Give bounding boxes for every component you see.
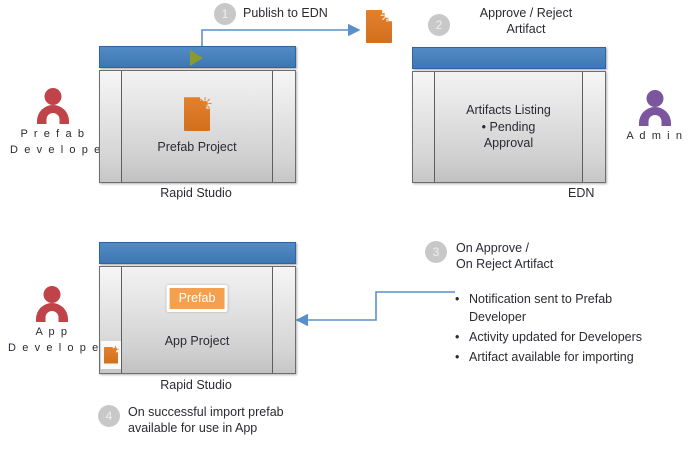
list-item-label: Artifact available for importing bbox=[469, 350, 634, 365]
mini-artifact-holder bbox=[101, 341, 121, 369]
window-body: Prefab Project bbox=[99, 70, 296, 183]
step-label-3-line2: On Reject Artifact bbox=[456, 257, 554, 272]
actor-label-line2: D e v e l o p e r bbox=[10, 143, 112, 156]
artifacts-listing-bullet-text: Pending bbox=[489, 119, 536, 134]
window-prefab-project[interactable]: Prefab Project bbox=[99, 46, 296, 183]
actor-label-line2: D e v e l o p e r bbox=[8, 341, 110, 354]
window-caption-rapid-studio-1: Rapid Studio bbox=[160, 186, 232, 200]
bullet-glyph: • bbox=[455, 292, 460, 306]
window-body: Prefab App Project bbox=[99, 266, 296, 374]
window-content-title: Prefab Project bbox=[157, 140, 237, 155]
artifacts-listing-bullet-line2: Approval bbox=[483, 136, 534, 151]
window-title-bar bbox=[99, 46, 296, 68]
step-badge-2: 2 bbox=[428, 14, 450, 36]
person-icon bbox=[31, 86, 75, 126]
list-item-label: Notification sent to Prefab Developer bbox=[469, 292, 613, 325]
prefab-tag[interactable]: Prefab bbox=[166, 285, 228, 312]
panel-left bbox=[100, 267, 122, 373]
person-icon bbox=[633, 88, 677, 128]
actor-prefab-developer: P r e f a b D e v e l o p e r bbox=[10, 86, 112, 158]
actor-label-line1: P r e f a b bbox=[20, 128, 86, 140]
actor-label-line1: A p p bbox=[35, 326, 69, 338]
panel-right bbox=[273, 267, 295, 373]
panel-center: Prefab Project bbox=[122, 71, 273, 182]
connector-approve-to-app-project bbox=[295, 291, 455, 327]
window-title-bar bbox=[99, 242, 296, 264]
artifact-icon bbox=[104, 345, 119, 364]
artifacts-listing-bullet: • Pending bbox=[466, 119, 551, 136]
actor-app-developer: A p p D e v e l o p e r bbox=[8, 284, 110, 356]
step-label-1-line1: Publish to EDN bbox=[243, 6, 328, 20]
starburst-icon bbox=[380, 9, 394, 22]
list-item: • Notification sent to Prefab Developer bbox=[455, 290, 685, 326]
artifact-icon-published bbox=[366, 9, 394, 43]
panel-right bbox=[273, 71, 295, 182]
bullet-glyph: • bbox=[455, 350, 460, 365]
panel-right bbox=[583, 72, 605, 182]
step-badge-3: 3 bbox=[425, 241, 447, 263]
starburst-icon bbox=[111, 345, 119, 353]
panel-center: Artifacts Listing • Pending Approval bbox=[435, 72, 583, 182]
starburst-icon bbox=[198, 96, 212, 110]
step-label-1: Publish to EDN bbox=[243, 5, 328, 21]
step-label-3: On Approve / On Reject Artifact bbox=[456, 240, 553, 273]
window-edn[interactable]: Artifacts Listing • Pending Approval bbox=[412, 47, 606, 183]
bullet-glyph: • bbox=[481, 119, 486, 134]
window-title-bar bbox=[412, 47, 606, 69]
connector-publish-to-edn bbox=[201, 23, 361, 46]
list-item-label: Activity updated for Developers bbox=[469, 330, 643, 345]
step-badge-4: 4 bbox=[98, 405, 120, 427]
window-caption-rapid-studio-2: Rapid Studio bbox=[160, 378, 232, 392]
step-label-4-line1: On successful import prefab bbox=[128, 405, 284, 419]
artifact-icon bbox=[184, 96, 212, 132]
actor-admin: A d m i n bbox=[618, 88, 692, 144]
step-label-2-line2: Artifact bbox=[506, 22, 546, 37]
play-triangle-icon[interactable] bbox=[190, 50, 203, 66]
window-body: Artifacts Listing • Pending Approval bbox=[412, 71, 606, 183]
bullet-glyph: • bbox=[455, 330, 460, 345]
list-item: • Activity updated for Developers bbox=[455, 328, 685, 346]
window-content-block: Artifacts Listing • Pending Approval bbox=[466, 102, 551, 152]
step-label-2: Approve / Reject Artifact bbox=[456, 5, 596, 38]
panel-center: Prefab App Project bbox=[122, 267, 273, 373]
person-icon bbox=[30, 284, 74, 324]
actor-label-line1: A d m i n bbox=[626, 130, 684, 142]
panel-left bbox=[100, 71, 122, 182]
panel-left bbox=[413, 72, 435, 182]
list-item: • Artifact available for importing bbox=[455, 348, 685, 366]
step-label-4-line2: available for use in App bbox=[128, 421, 258, 436]
step-label-4: On successful import prefab available fo… bbox=[128, 404, 284, 437]
window-content-title: App Project bbox=[164, 333, 230, 348]
step-label-2-line1: Approve / Reject bbox=[479, 6, 573, 20]
window-app-project[interactable]: Prefab App Project bbox=[99, 242, 296, 374]
window-caption-edn: EDN bbox=[568, 186, 595, 200]
step-badge-1: 1 bbox=[214, 3, 236, 25]
artifacts-listing-title: Artifacts Listing bbox=[466, 103, 551, 118]
step-label-3-line1: On Approve / bbox=[456, 241, 529, 255]
outcome-bullet-list: • Notification sent to Prefab Developer … bbox=[455, 290, 685, 369]
